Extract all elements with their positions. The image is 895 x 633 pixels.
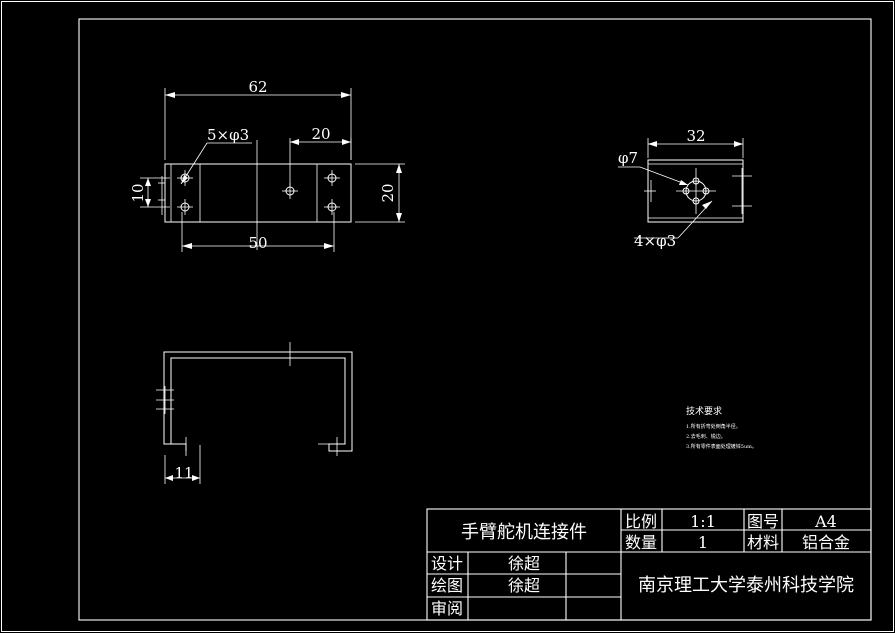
hole xyxy=(682,187,690,195)
hole xyxy=(177,199,193,215)
review-label: 审阅 xyxy=(431,599,463,618)
scale-label: 比例 xyxy=(625,512,657,531)
bracket-outer xyxy=(163,351,353,452)
side-view: 32 φ7 4×φ3 xyxy=(618,127,752,250)
qty-value: 1 xyxy=(698,533,708,552)
dim-50-label: 50 xyxy=(248,234,267,252)
title-block: 手臂舵机连接件 比例 1:1 图号 A4 数量 1 材料 铝合金 设计 徐超 绘… xyxy=(426,508,872,621)
design-value: 徐超 xyxy=(508,554,540,573)
draw-value: 徐超 xyxy=(508,576,540,595)
holes-top-label: 5×φ3 xyxy=(207,126,249,144)
qty-label: 数量 xyxy=(625,533,657,552)
drawing-no-label: 图号 xyxy=(747,512,779,531)
dim-62-label: 62 xyxy=(248,78,267,96)
material-value: 铝合金 xyxy=(802,533,850,552)
tech-line: 1.所有折弯处倒角半径。 xyxy=(686,423,741,430)
plate-outline xyxy=(164,163,352,223)
top-view: 62 20 5×φ3 10 20 50 xyxy=(129,78,405,252)
hole xyxy=(692,177,700,185)
school-name: 南京理工大学泰州科技学院 xyxy=(638,575,854,596)
drawing-no-value: A4 xyxy=(814,512,837,531)
hole xyxy=(702,187,710,195)
dim-20-label: 20 xyxy=(311,125,330,143)
hole xyxy=(324,199,340,215)
hole xyxy=(692,197,700,205)
center-hole-label: φ7 xyxy=(618,149,638,167)
draw-label: 绘图 xyxy=(431,576,463,595)
hole xyxy=(282,183,298,199)
dim-10-label: 10 xyxy=(129,183,147,202)
tech-line: 2.去毛刺、锐边。 xyxy=(686,433,726,440)
tech-requirements: 技术要求 1.所有折弯处倒角半径。 2.去毛刺、锐边。 3.所有零件表面处理镀锌… xyxy=(686,405,757,450)
scale-value: 1:1 xyxy=(690,512,716,531)
tech-line: 3.所有零件表面处理镀锌5um。 xyxy=(686,443,757,450)
dim-11-label: 11 xyxy=(174,464,193,482)
material-label: 材料 xyxy=(747,533,779,552)
center-hole xyxy=(685,180,707,202)
part-name: 手臂舵机连接件 xyxy=(461,522,587,543)
hole xyxy=(324,170,340,186)
dim-20v-label: 20 xyxy=(379,183,397,202)
tech-title: 技术要求 xyxy=(686,405,722,417)
holes-side-label: 4×φ3 xyxy=(634,232,676,250)
front-view: 11 xyxy=(156,342,353,484)
dim-32-label: 32 xyxy=(686,127,705,145)
design-label: 设计 xyxy=(431,554,463,573)
